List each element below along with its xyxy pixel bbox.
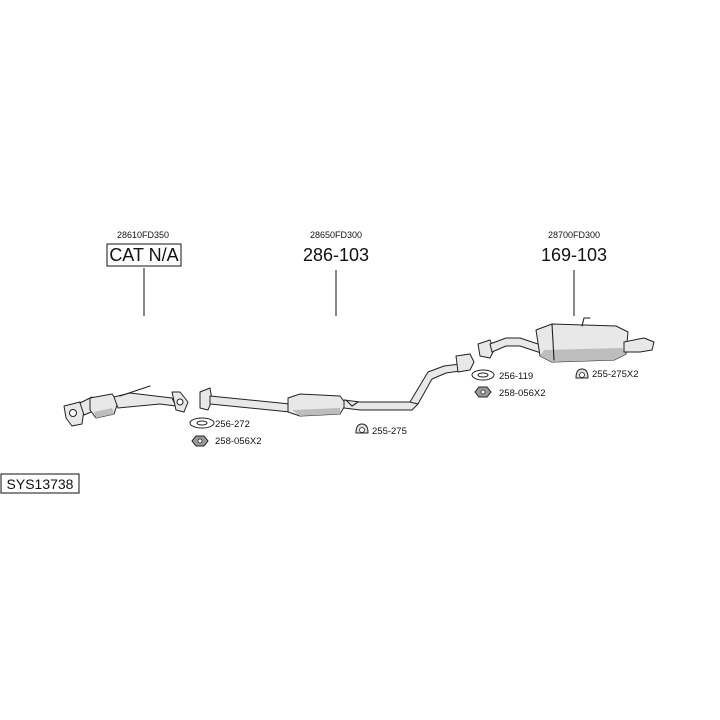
system-code: SYS13738: [7, 476, 74, 492]
oe-number-front-pipe: 28610FD350: [117, 230, 169, 240]
fitting-label: 256-119: [499, 371, 533, 382]
fitting-nut-258-056x2[interactable]: 258-056X2: [191, 435, 261, 447]
fitting-gasket-256-272[interactable]: 256-272: [189, 417, 250, 430]
gasket-icon: [189, 417, 215, 429]
oe-number-center-pipe: 28650FD300: [310, 230, 362, 240]
fitting-mount-255-275[interactable]: 255-275: [355, 423, 407, 437]
fitting-label: 258-056X2: [499, 388, 545, 399]
system-code-box: [0, 473, 80, 494]
tailpipe: [623, 337, 655, 353]
fitting-label: 255-275X2: [592, 369, 638, 380]
front-pipe-catalyst[interactable]: [63, 385, 189, 427]
center-rear-flange: [455, 353, 475, 373]
gasket-icon: [471, 369, 495, 381]
center-front-flange: [199, 387, 213, 411]
cat-na-box: [106, 243, 182, 267]
fitting-nut-258-056x2-rear[interactable]: 258-056X2: [474, 386, 545, 399]
fitting-mount-255-275x2[interactable]: 255-275X2: [575, 368, 638, 380]
part-number-center-pipe[interactable]: 286-103: [303, 245, 369, 265]
fitting-label: 256-272: [215, 419, 250, 430]
fitting-gasket-256-119[interactable]: 256-119: [471, 369, 533, 382]
fitting-label: 255-275: [372, 426, 407, 437]
center-pipe-resonator[interactable]: [199, 353, 475, 417]
fitting-label: 258-056X2: [215, 436, 261, 447]
part-number-rear-silencer[interactable]: 169-103: [541, 245, 607, 265]
oe-number-rear-silencer: 28700FD300: [548, 230, 600, 240]
rear-silencer[interactable]: [477, 317, 655, 363]
part-number-front-pipe[interactable]: CAT N/A: [109, 245, 178, 265]
